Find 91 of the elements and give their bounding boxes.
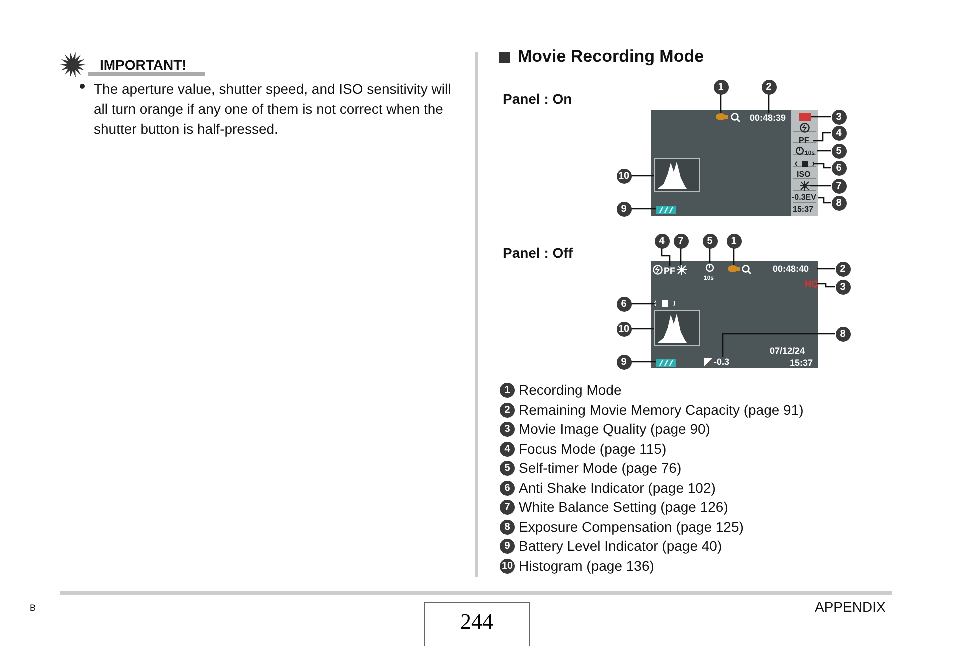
anti-shake-icon xyxy=(796,160,814,168)
leader-line xyxy=(632,328,654,330)
callout-number: 5 xyxy=(702,234,718,248)
focus-readout: PF xyxy=(799,136,810,146)
key-number: 5 xyxy=(500,461,515,476)
callout-number: 3 xyxy=(832,110,846,124)
leader-line xyxy=(709,248,711,263)
callout-number: 1 xyxy=(714,80,728,94)
leader-line xyxy=(632,361,656,363)
leader-line xyxy=(817,150,832,152)
leader-line xyxy=(632,303,655,305)
leader-line xyxy=(632,208,656,210)
key-number: 2 xyxy=(500,402,515,418)
panel-heading: Panel : On xyxy=(503,91,572,107)
legend-text: Battery Level Indicator (page 40) xyxy=(519,538,722,554)
key-number: 3 xyxy=(500,422,515,437)
legend-text: Self-timer Mode (page 76) xyxy=(519,460,682,476)
callout-number: 7 xyxy=(674,234,688,248)
key-number: 1 xyxy=(500,383,515,398)
callout-number: 4 xyxy=(654,234,670,248)
callout-number: 10 xyxy=(616,322,632,336)
legend-text: Remaining Movie Memory Capacity (page 91) xyxy=(519,402,804,418)
key-number: 10 xyxy=(500,558,515,574)
leader-line xyxy=(817,268,836,270)
callout-number: 2 xyxy=(836,262,850,276)
battery-icon xyxy=(656,359,676,367)
leader-line xyxy=(811,116,832,118)
note-text: The aperture value, shutter speed, and ISO sensitivity will all turn orange if any one of them is not correct when the shutter button is half-pressed. xyxy=(94,80,452,139)
camera-screen xyxy=(651,110,818,216)
page-code: B xyxy=(30,603,36,614)
leader-line xyxy=(632,175,654,177)
callout-number: 5 xyxy=(832,144,846,158)
leader-line xyxy=(661,248,671,266)
key-number: 8 xyxy=(500,520,515,534)
page-number-box: 244 xyxy=(424,602,530,646)
leader-line xyxy=(733,248,735,265)
date-readout: 07/12/24 xyxy=(770,346,806,357)
panel-heading: Panel : Off xyxy=(503,245,574,261)
callout-number: 6 xyxy=(832,160,846,176)
legend-text: White Balance Setting (page 126) xyxy=(519,499,728,515)
legend-text: Focus Mode (page 115) xyxy=(519,440,667,456)
anti-shake-icon xyxy=(655,299,675,308)
camcorder-icon xyxy=(728,265,740,273)
leader-line xyxy=(817,283,836,288)
key-number: 6 xyxy=(500,480,515,496)
section-heading: Movie Recording Mode xyxy=(518,47,704,66)
clock-readout: 15:37 xyxy=(790,358,814,369)
exposure-readout: -0.3EV xyxy=(792,193,816,203)
callout-number: 7 xyxy=(832,178,846,194)
callout-number: 4 xyxy=(832,126,846,140)
quality-icon xyxy=(799,113,811,121)
legend-text: Anti Shake Indicator (page 102) xyxy=(519,480,716,496)
sun-icon xyxy=(677,265,687,275)
key-number: 7 xyxy=(500,500,515,515)
histogram-chart xyxy=(654,310,700,346)
callout-number: 6 xyxy=(616,296,632,312)
warning-heading: IMPORTANT! xyxy=(100,57,187,73)
leader-line xyxy=(680,248,682,265)
callout-number: 10 xyxy=(616,168,632,184)
leader-line xyxy=(813,132,832,142)
leader-line xyxy=(814,163,832,169)
camera-screen xyxy=(651,261,818,368)
camcorder-icon xyxy=(716,113,728,121)
quality-readout: HQ xyxy=(805,279,818,289)
leader-line xyxy=(722,333,836,357)
callout-number: 8 xyxy=(836,326,850,342)
exposure-readout: -0.3 xyxy=(714,357,730,367)
leader-line xyxy=(818,197,832,204)
legend-text: Movie Image Quality (page 90) xyxy=(519,421,710,437)
callout-number: 3 xyxy=(836,280,850,294)
callout-number: 2 xyxy=(762,80,776,94)
legend-text: Histogram (page 136) xyxy=(519,558,654,574)
iso-readout: ISO xyxy=(797,170,811,180)
leader-line xyxy=(810,185,832,187)
callout-number: 9 xyxy=(616,354,632,370)
section-name: APPENDIX xyxy=(815,599,886,615)
battery-icon xyxy=(656,206,676,214)
leader-line xyxy=(720,94,722,113)
clock-readout: 15:37 xyxy=(793,205,814,215)
time-readout: 00:48:39 xyxy=(750,113,786,123)
key-number: 4 xyxy=(500,442,515,456)
callout-number: 1 xyxy=(726,234,742,248)
legend-text: Recording Mode xyxy=(519,382,622,398)
callout-number: 9 xyxy=(616,202,632,216)
key-number: 9 xyxy=(500,539,515,554)
legend-text: Exposure Compensation (page 125) xyxy=(519,518,744,534)
leader-line xyxy=(768,94,770,113)
time-readout: 00:48:40 xyxy=(773,264,810,274)
focus-readout: PF xyxy=(664,266,676,276)
callout-number: 8 xyxy=(832,196,846,210)
histogram-chart xyxy=(654,158,700,192)
